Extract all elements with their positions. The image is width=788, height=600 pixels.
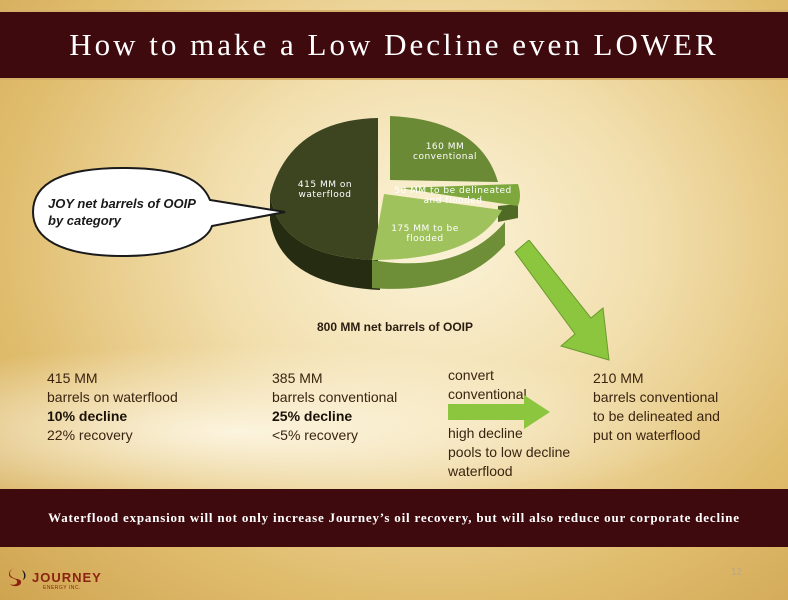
pie-slice-delineated-side	[498, 204, 518, 222]
convert-outcome: high decline pools to low decline waterf…	[448, 424, 570, 481]
slice-label-delineated: 50 MM to be delineated and flooded	[394, 186, 512, 206]
footer-text: Waterflood expansion will not only incre…	[48, 510, 740, 525]
delineate-line3: to be delineated and	[593, 408, 720, 424]
slice-label-conventional: 160 MM conventional	[413, 142, 477, 162]
logo-swirl-icon	[9, 568, 26, 587]
footer-bar: Waterflood expansion will not only incre…	[0, 489, 788, 547]
callout-text: JOY net barrels of OOIP by category	[48, 196, 196, 228]
conventional-amount: 385 MM	[272, 370, 323, 386]
diagonal-arrow-icon	[514, 240, 610, 361]
logo-subtitle: ENERGY INC.	[43, 585, 81, 591]
logo-name: JOURNEY	[32, 569, 102, 585]
delineate-column: 210 MM barrels conventional to be deline…	[593, 369, 720, 445]
slice-label-flooded: 175 MM to be flooded	[391, 224, 459, 244]
journey-logo: JOURNEY ENERGY INC.	[6, 566, 102, 591]
background-swoosh	[0, 330, 788, 500]
conventional-decline: 25% decline	[272, 408, 353, 424]
convert-line2: conventional	[448, 386, 527, 402]
waterflood-amount: 415 MM	[47, 370, 98, 386]
convert-line5: waterflood	[448, 463, 513, 479]
conventional-desc: barrels conventional	[272, 389, 398, 405]
pie-slice-delineated	[400, 184, 520, 206]
pie-caption: 800 MM net barrels of OOIP	[316, 320, 474, 334]
title-bar: How to make a Low Decline even LOWER	[0, 10, 788, 80]
delineate-desc: barrels conventional	[593, 389, 719, 405]
page-number: 12	[731, 567, 743, 578]
slice-label-waterflood: 415 MM on waterflood	[297, 180, 353, 200]
waterflood-desc: barrels on waterflood	[47, 389, 178, 405]
pie-slice-flooded	[372, 194, 502, 260]
pie-slice-conventional	[390, 116, 498, 182]
convert-column: convert conventional	[448, 366, 527, 404]
waterflood-column: 415 MM barrels on waterflood 10% decline…	[47, 369, 178, 445]
page-title: How to make a Low Decline even LOWER	[69, 27, 719, 62]
pie-slice-waterflood-side	[270, 195, 380, 290]
waterflood-recovery: 22% recovery	[47, 427, 133, 443]
right-arrow-icon	[448, 395, 550, 429]
convert-line1: convert	[448, 367, 494, 383]
pie-slice-flooded-side	[372, 222, 505, 289]
delineate-amount: 210 MM	[593, 370, 644, 386]
convert-line3: high decline	[448, 425, 523, 441]
delineate-line4: put on waterflood	[593, 427, 701, 443]
conventional-column: 385 MM barrels conventional 25% decline …	[272, 369, 397, 445]
callout-bubble	[31, 166, 286, 258]
convert-line4: pools to low decline	[448, 444, 571, 460]
conventional-recovery: <5% recovery	[272, 427, 358, 443]
waterflood-decline: 10% decline	[47, 408, 128, 424]
ooip-pie-chart	[270, 116, 520, 290]
pie-slice-waterflood	[270, 118, 378, 260]
